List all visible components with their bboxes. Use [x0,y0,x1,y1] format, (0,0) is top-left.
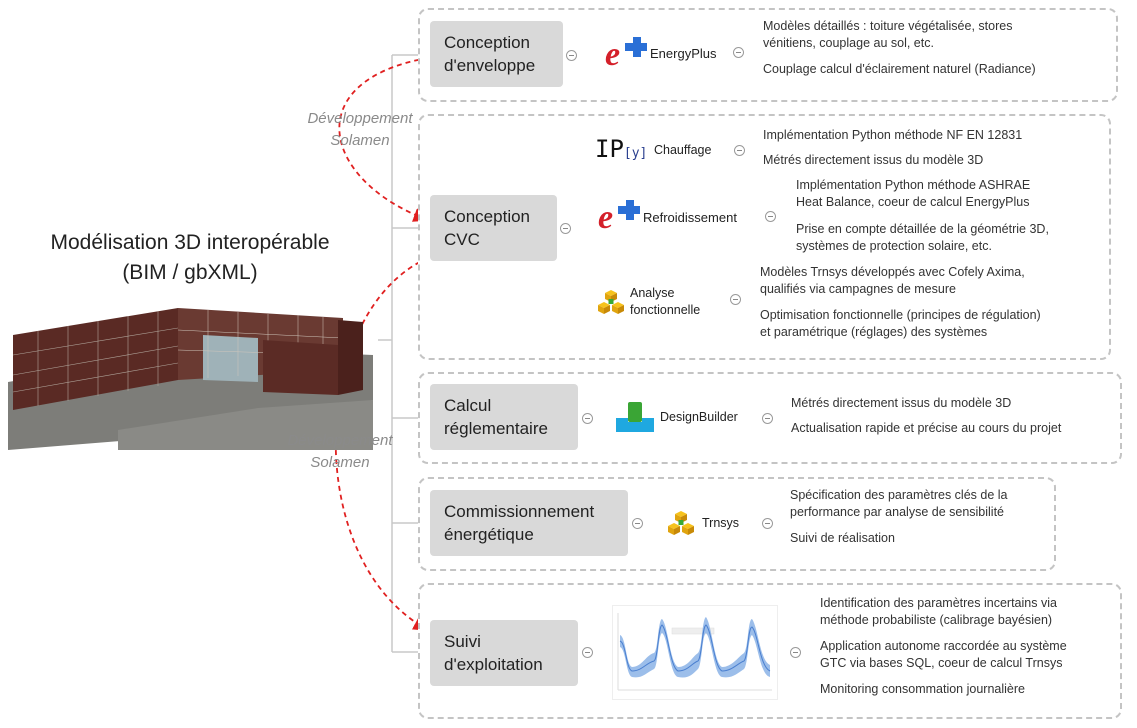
svg-text:e: e [598,199,613,236]
category-calcul-reglementaire[interactable]: Calcul réglementaire [430,384,578,450]
note-ashrae: Implémentation Python méthode ASHRAE Hea… [796,177,1030,211]
dev-arrow-1 [338,57,430,222]
category-label-line-2: d'exploitation [444,655,543,674]
collapse-toggle[interactable] [790,647,801,658]
note-line: Spécification des paramètres clés de la [790,488,1008,502]
note-specification: Spécification des paramètres clés de la … [790,487,1007,521]
dev-annotation-1-line-1: Développement [307,110,413,127]
note-line: Identification des paramètres incertains… [820,596,1057,610]
ipython-logo-sub: [y] [623,146,648,161]
collapse-toggle[interactable] [582,413,593,424]
collapse-toggle[interactable] [765,211,776,222]
note-trnsys-cofely: Modèles Trnsys développés avec Cofely Ax… [760,264,1025,298]
note-line: Prise en compte détaillée de la géométri… [796,222,1049,236]
designbuilder-icon [616,402,654,432]
note-geometrie-3d: Prise en compte détaillée de la géométri… [796,221,1049,255]
tool-label-chauffage: Chauffage [654,143,712,157]
category-commissionnement[interactable]: Commissionnement énergétique [430,490,628,556]
category-label-line-1: Conception [444,207,531,226]
collapse-toggle[interactable] [734,145,745,156]
collapse-toggle[interactable] [560,223,571,234]
collapse-toggle[interactable] [762,413,773,424]
category-label-line-2: énergétique [444,525,534,544]
collapse-toggle[interactable] [566,50,577,61]
note-line: systèmes de protection solaire, etc. [796,239,992,253]
main-title-line-2: (BIM / gbXML) [122,261,258,284]
category-label-line-1: Suivi [444,632,481,651]
tool-label-designbuilder: DesignBuilder [660,410,738,424]
dev-annotation-1-line-2: Solamen [330,132,390,149]
note-optimisation: Optimisation fonctionnelle (principes de… [760,307,1041,341]
tool-label-analyse-fonctionnelle: Analyse fonctionnelle [630,285,700,319]
svg-text:e: e [605,36,620,73]
tool-label-line: fonctionnelle [630,303,701,317]
collapse-toggle[interactable] [632,518,643,529]
dev-annotation-2-line-2: Solamen [310,454,370,471]
energyplus-icon: e [605,36,647,73]
category-label-line-2: d'enveloppe [444,56,536,75]
category-conception-cvc[interactable]: Conception CVC [430,195,557,261]
collapse-toggle[interactable] [582,647,593,658]
category-label-line-1: Conception [444,33,531,52]
note-line: et paramétrique (réglages) des systèmes [760,325,988,339]
tool-label-energyplus: EnergyPlus [650,46,717,61]
main-title: Modélisation 3D interopérable (BIM / gbX… [0,228,380,288]
trnsys-icon [668,511,694,535]
tool-label-line: Analyse [630,286,675,300]
note-line: GTC via bases SQL, coeur de calcul Trnsy… [820,656,1063,670]
ipython-logo-text: IP [595,135,624,163]
category-label-line-2: CVC [444,230,480,249]
category-label-line-2: réglementaire [444,419,548,438]
note-line: Optimisation fonctionnelle (principes de… [760,308,1041,322]
trnsys-icon [598,290,624,314]
note-nf-en-12831: Implémentation Python méthode NF EN 1283… [763,128,1023,142]
note-metres-3d-designbuilder: Métrés directement issus du modèle 3D [791,396,1012,410]
note-line: Heat Balance, coeur de calcul EnergyPlus [796,195,1030,209]
note-metres-3d: Métrés directement issus du modèle 3D [763,153,984,167]
note-line: performance par analyse de sensibilité [790,505,1005,519]
note-line: Modèles détaillés : toiture végétalisée,… [763,19,1013,33]
note-line: Implémentation Python méthode ASHRAE [796,178,1031,192]
tool-label-refroidissement: Refroidissement [643,210,737,225]
dev-annotation-1: Développement Solamen [290,108,430,152]
note-line: Modèles Trnsys développés avec Cofely Ax… [760,265,1025,279]
category-label-line-1: Calcul [444,396,492,415]
energyplus-icon: e [598,199,640,236]
note-monitoring: Monitoring consommation journalière [820,682,1025,696]
ipython-icon: IP[y] [595,136,647,167]
note-line: méthode probabiliste (calibrage bayésien… [820,613,1053,627]
collapse-toggle[interactable] [762,518,773,529]
note-actualisation: Actualisation rapide et précise au cours… [791,421,1062,435]
collapse-toggle[interactable] [733,47,744,58]
building-3d-image [8,308,373,450]
category-conception-enveloppe[interactable]: Conception d'enveloppe [430,21,563,87]
note-identification: Identification des paramètres incertains… [820,595,1057,629]
note-line: Application autonome raccordée au systèm… [820,639,1067,653]
tool-label-trnsys: Trnsys [702,516,740,530]
note-suivi-realisation: Suivi de réalisation [790,531,895,545]
category-label-line-1: Commissionnement [444,502,595,521]
note-line: qualifiés via campagnes de mesure [760,282,956,296]
dev-annotation-2: Développement Solamen [270,430,410,474]
monitoring-chart-icon [612,605,778,700]
note-modeles-detailles: Modèles détaillés : toiture végétalisée,… [763,18,1012,52]
note-application-autonome: Application autonome raccordée au systèm… [820,638,1067,672]
collapse-toggle[interactable] [730,294,741,305]
note-line: vénitiens, couplage au sol, etc. [763,36,934,50]
note-couplage-eclairement: Couplage calcul d'éclairement naturel (R… [763,62,1036,76]
main-title-line-1: Modélisation 3D interopérable [50,231,330,254]
dev-annotation-2-line-1: Développement [287,432,393,449]
category-suivi-exploitation[interactable]: Suivi d'exploitation [430,620,578,686]
